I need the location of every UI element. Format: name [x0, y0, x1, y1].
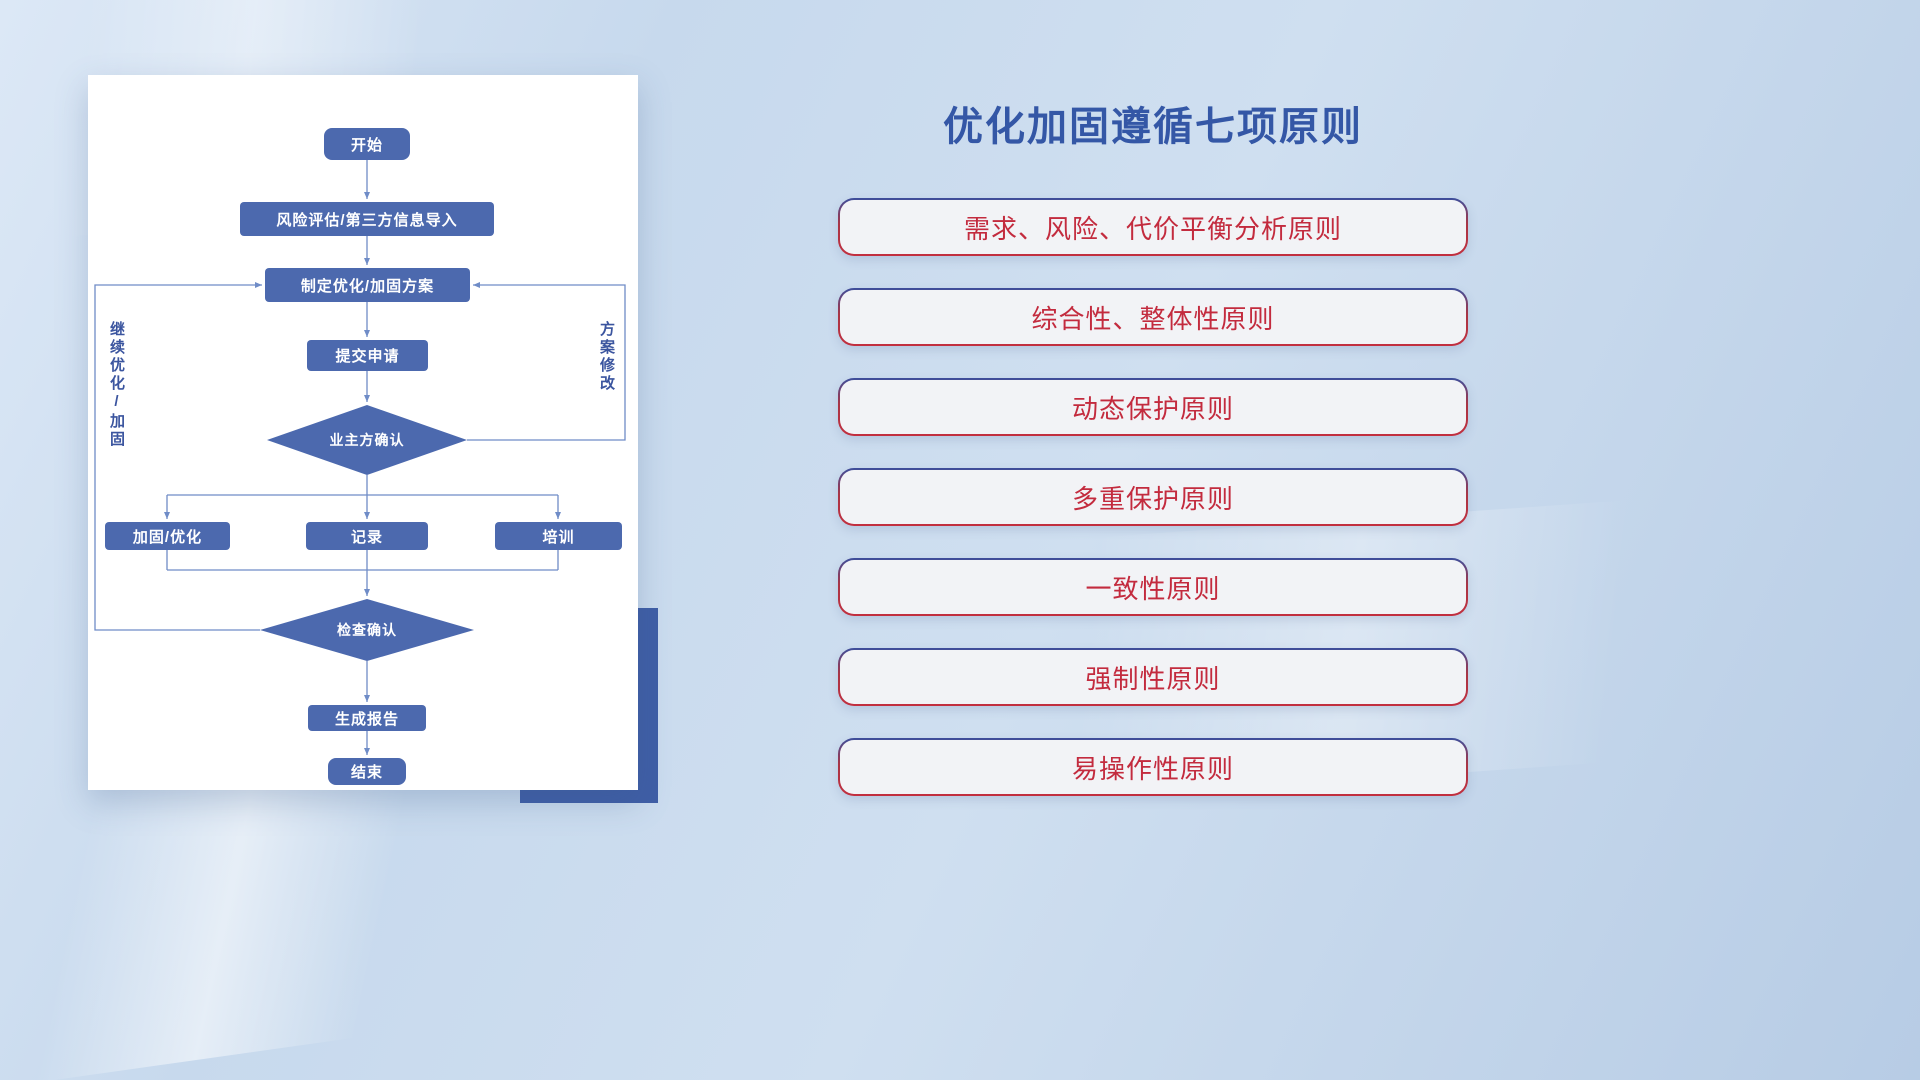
flow-node-record: 记录 [306, 522, 428, 550]
principle-item-4: 多重保护原则 [838, 468, 1468, 526]
principle-item-label: 动态保护原则 [840, 380, 1466, 434]
check-confirm-diamond [260, 599, 474, 661]
flow-node-training: 培训 [495, 522, 622, 550]
principle-item-1: 需求、风险、代价平衡分析原则 [838, 198, 1468, 256]
principle-item-label: 综合性、整体性原则 [840, 290, 1466, 344]
principles-title: 优化加固遵循七项原则 [943, 105, 1363, 149]
owner-confirm-diamond [267, 405, 467, 475]
principle-item-2: 综合性、整体性原则 [838, 288, 1468, 346]
principle-item-label: 多重保护原则 [840, 470, 1466, 524]
flowchart-card: 开始 风险评估/第三方信息导入 制定优化/加固方案 提交申请 业主方确认 加固/… [88, 75, 638, 790]
flow-node-reinforce-optimize: 加固/优化 [105, 522, 230, 550]
flow-node-end: 结束 [328, 758, 406, 785]
loop-label-plan-modify: 方案修改 [598, 321, 615, 393]
flow-node-risk-import: 风险评估/第三方信息导入 [240, 202, 494, 236]
principle-item-label: 需求、风险、代价平衡分析原则 [840, 200, 1466, 254]
principle-item-label: 强制性原则 [840, 650, 1466, 704]
principle-item-5: 一致性原则 [838, 558, 1468, 616]
principle-item-label: 易操作性原则 [840, 740, 1466, 794]
flowchart-connectors [94, 160, 626, 755]
principle-item-label: 一致性原则 [840, 560, 1466, 614]
flow-node-submit-request: 提交申请 [307, 340, 428, 371]
principle-item-7: 易操作性原则 [838, 738, 1468, 796]
principles-list: 需求、风险、代价平衡分析原则 综合性、整体性原则 动态保护原则 多重保护原则 一… [838, 198, 1468, 796]
flow-node-make-plan: 制定优化/加固方案 [265, 268, 470, 302]
loop-label-continue-optimize: 继续优化/加固 [108, 321, 125, 449]
principle-item-3: 动态保护原则 [838, 378, 1468, 436]
flow-node-generate-report: 生成报告 [308, 705, 426, 731]
flow-node-start: 开始 [324, 128, 410, 160]
principle-item-6: 强制性原则 [838, 648, 1468, 706]
